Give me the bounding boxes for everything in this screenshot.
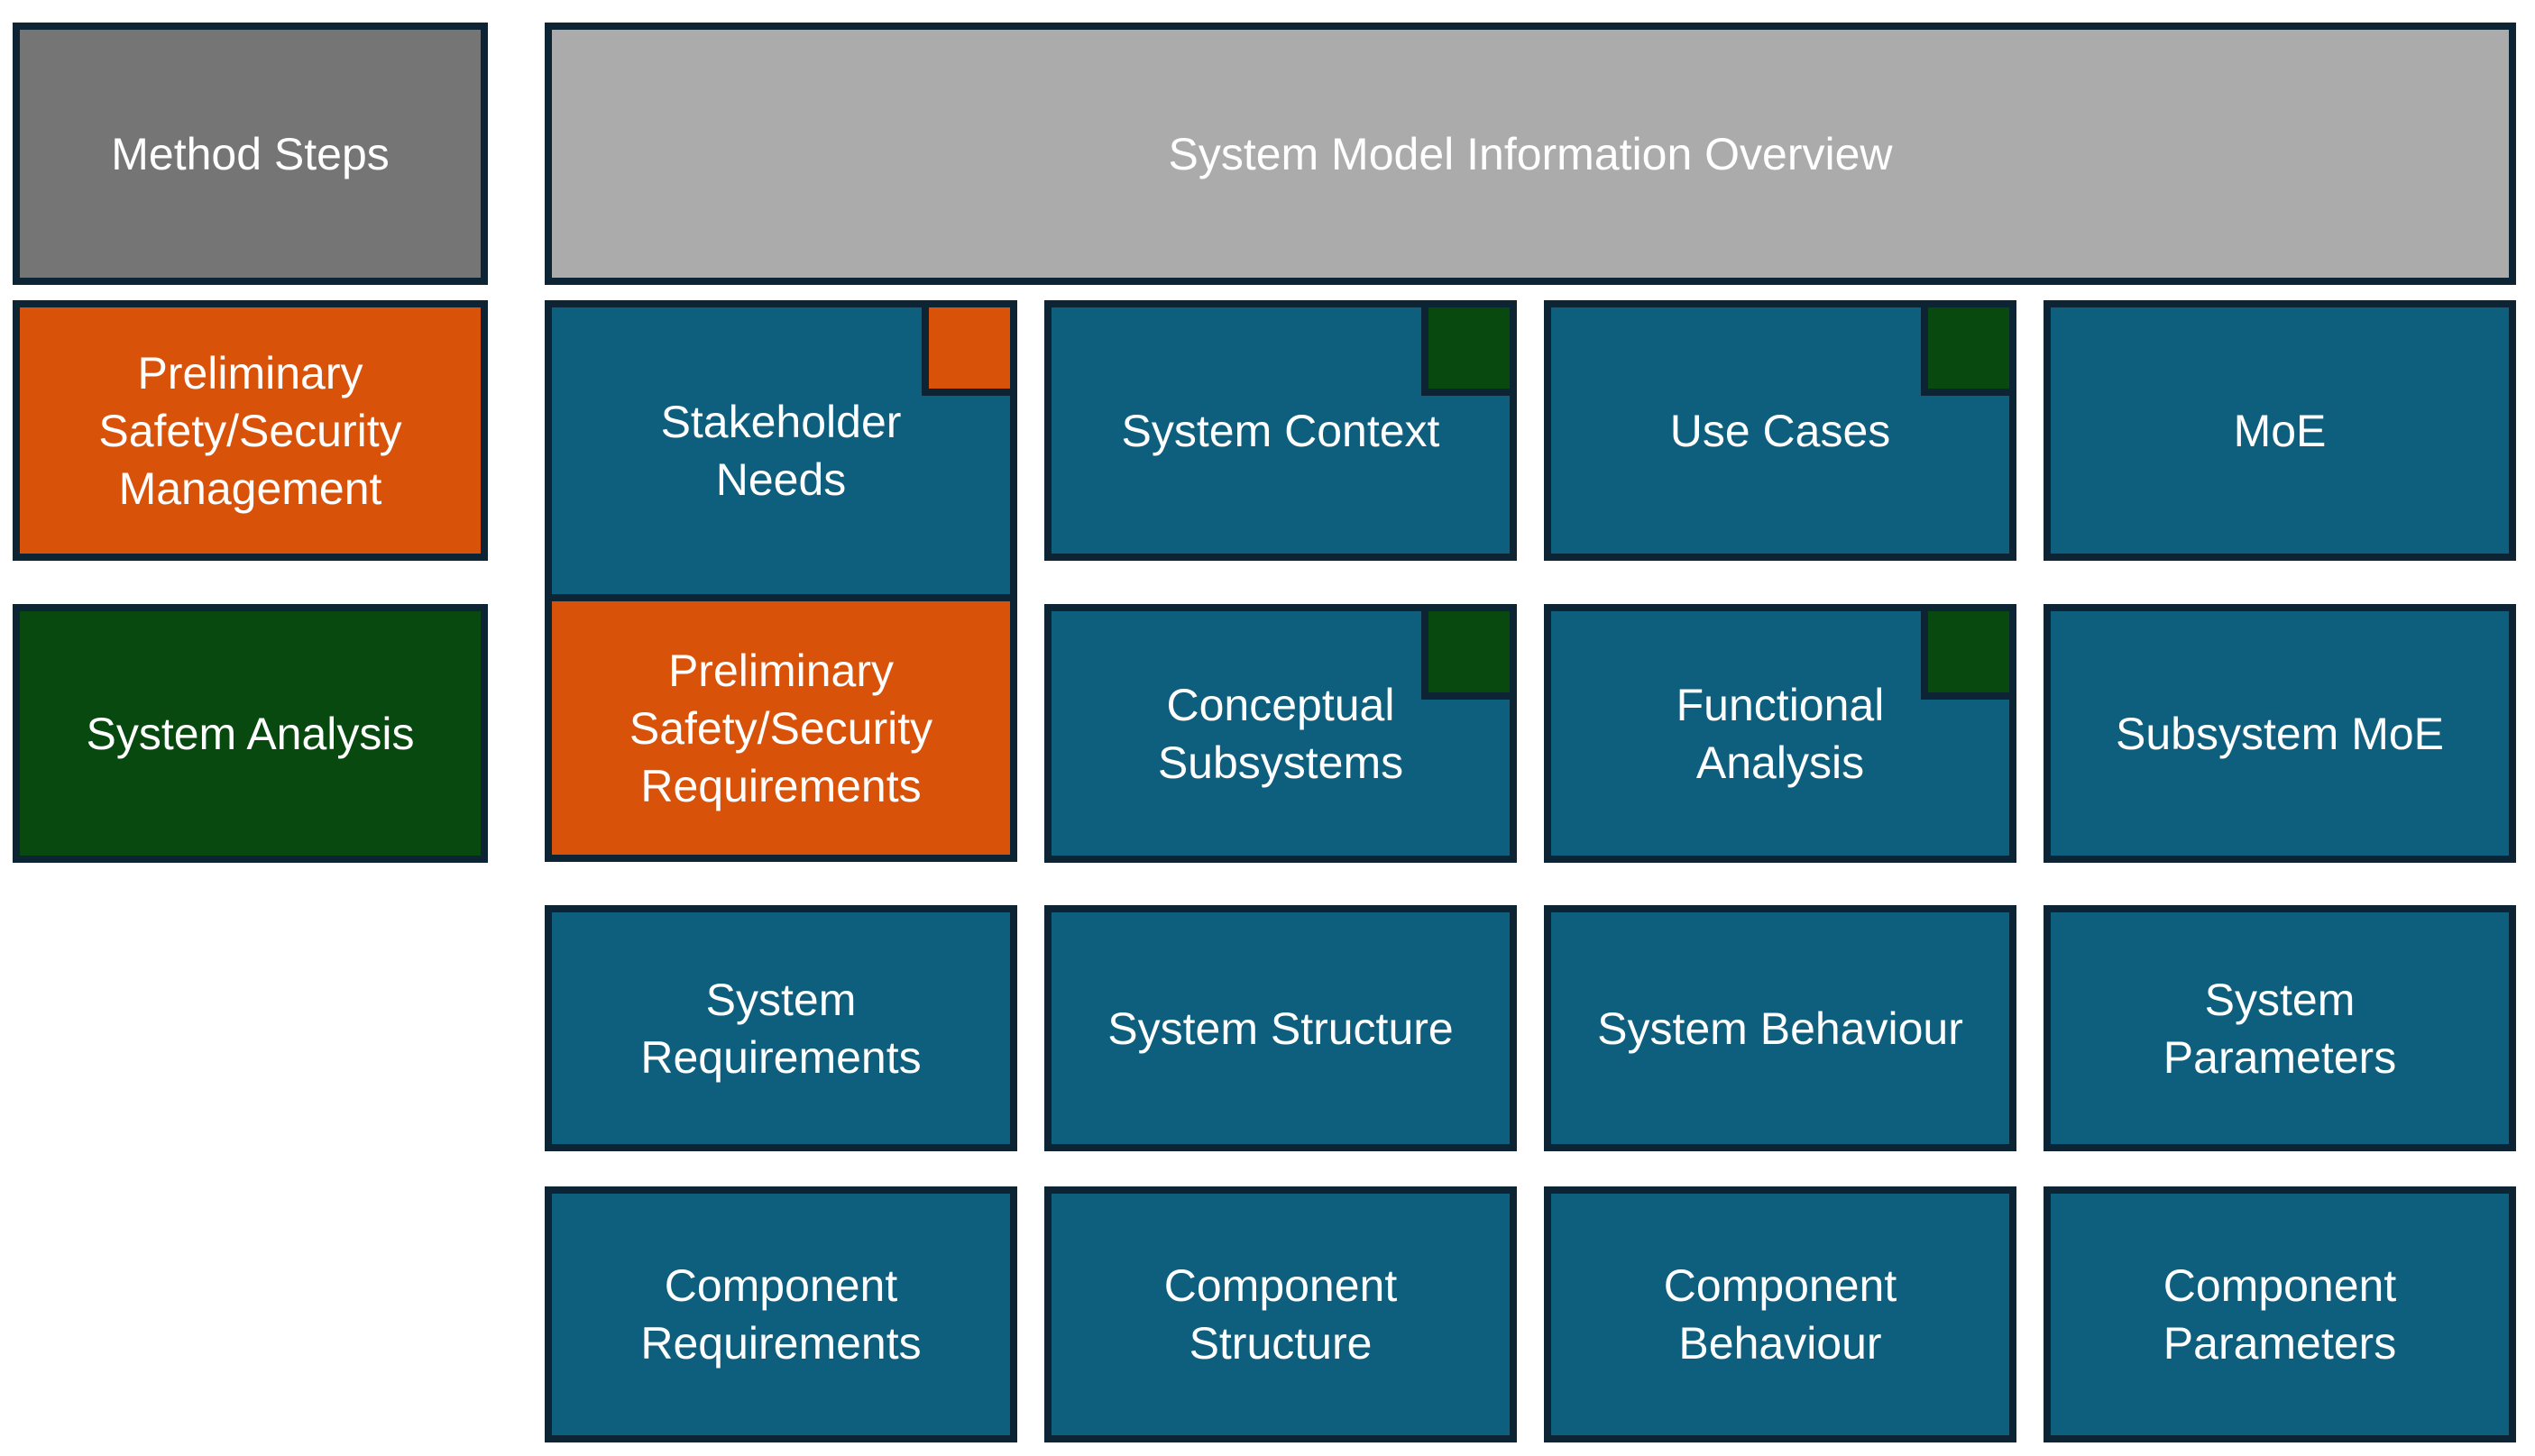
step-preliminary-safety-security-management: Preliminary Safety/Security Management <box>13 300 488 561</box>
cell-conceptual-subsystems: Conceptual Subsystems <box>1044 604 1517 863</box>
cell-label: Component Behaviour <box>1663 1260 1897 1369</box>
cell-component-structure: Component Structure <box>1044 1186 1517 1442</box>
cell-label: MoE <box>2233 405 2327 456</box>
cell-functional-analysis: Functional Analysis <box>1544 604 2016 863</box>
corner-status-badge-orange <box>922 307 1010 396</box>
cell-system-requirements: System Requirements <box>545 905 1017 1151</box>
corner-status-badge-green <box>1421 307 1510 396</box>
corner-status-badge-green <box>1921 307 2009 396</box>
step-label: System Analysis <box>86 708 415 759</box>
method-steps-header: Method Steps <box>13 23 488 285</box>
cell-component-requirements: Component Requirements <box>545 1186 1017 1442</box>
cell-component-parameters: Component Parameters <box>2044 1186 2516 1442</box>
cell-label: System Parameters <box>2163 974 2397 1083</box>
cell-stakeholder-needs: Stakeholder Needs <box>545 300 1017 601</box>
cell-system-behaviour: System Behaviour <box>1544 905 2016 1151</box>
step-system-analysis: System Analysis <box>13 604 488 863</box>
cell-system-parameters: System Parameters <box>2044 905 2516 1151</box>
cell-label: Component Requirements <box>640 1260 922 1369</box>
cell-label: System Structure <box>1107 1003 1454 1054</box>
cell-label: System Context <box>1121 405 1440 456</box>
corner-status-badge-green <box>1921 611 2009 700</box>
overview-header: System Model Information Overview <box>545 23 2516 285</box>
cell-label: System Behaviour <box>1597 1003 1963 1054</box>
step-label: Preliminary Safety/Security Management <box>98 347 402 514</box>
method-steps-header-label: Method Steps <box>111 128 390 179</box>
cell-system-structure: System Structure <box>1044 905 1517 1151</box>
cell-label: Preliminary Safety/Security Requirements <box>629 645 933 811</box>
overview-header-label: System Model Information Overview <box>1168 128 1893 179</box>
cell-label: Use Cases <box>1669 405 1891 456</box>
cell-label: System Requirements <box>640 974 922 1083</box>
cell-label: Stakeholder Needs <box>660 397 902 505</box>
cell-use-cases: Use Cases <box>1544 300 2016 561</box>
cell-system-context: System Context <box>1044 300 1517 561</box>
cell-component-behaviour: Component Behaviour <box>1544 1186 2016 1442</box>
cell-moe: MoE <box>2044 300 2516 561</box>
cell-subsystem-moe: Subsystem MoE <box>2044 604 2516 863</box>
cell-label: Component Structure <box>1163 1260 1398 1369</box>
cell-preliminary-safety-security-requirements: Preliminary Safety/Security Requirements <box>545 594 1017 862</box>
cell-label: Functional Analysis <box>1676 679 1885 788</box>
cell-label: Subsystem MoE <box>2115 708 2444 759</box>
corner-status-badge-green <box>1421 611 1510 700</box>
cell-label: Conceptual Subsystems <box>1157 679 1404 788</box>
cell-label: Component Parameters <box>2163 1260 2397 1369</box>
